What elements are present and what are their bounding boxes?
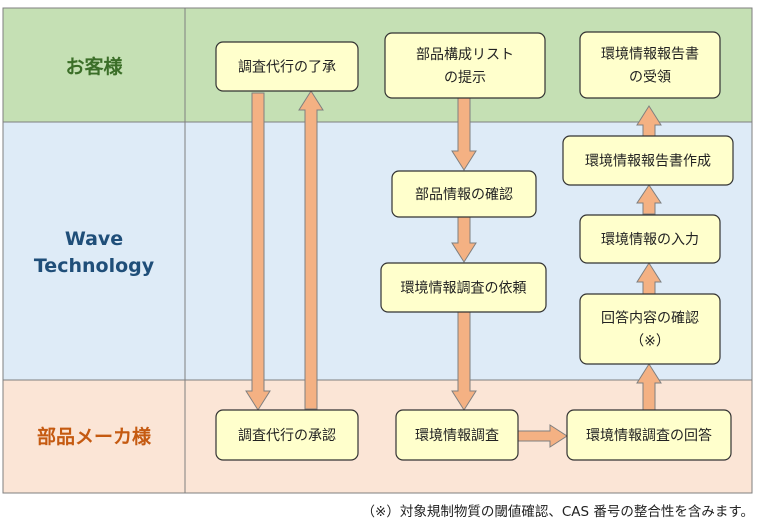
box-survey-answer-text-1: 環境情報調査の回答	[586, 427, 712, 444]
box-answer-confirm-frame	[579, 293, 721, 365]
footnote: （※）対象規制物質の閾値確認、CAS 番号の整合性を含みます。	[361, 504, 754, 520]
box-parts-list-frame	[384, 32, 546, 99]
box-agency-consent: 調査代行の了承	[215, 41, 359, 92]
box-env-input: 環境情報の入力	[579, 214, 721, 264]
arrow-approval-to-consent	[298, 90, 324, 410]
box-parts-list-text-1: 部品構成リスト	[416, 47, 514, 63]
box-survey-answer: 環境情報調査の回答	[566, 409, 732, 461]
box-report-creation-frame	[562, 135, 734, 186]
box-survey-answer-frame	[566, 409, 732, 461]
box-env-survey-frame	[395, 409, 519, 461]
box-env-input-text-1: 環境情報の入力	[601, 232, 699, 248]
lane-grid-outline	[2, 7, 753, 494]
lane-label-wave-line2: Technology	[34, 255, 155, 277]
box-answer-confirm-text-1: 回答内容の確認	[601, 310, 699, 327]
arrow-request-to-survey	[451, 311, 477, 411]
box-report-receipt-text-1: 環境情報報告書	[601, 47, 699, 63]
box-survey-request: 環境情報調査の依頼	[380, 262, 547, 313]
arrow-answer-to-confirm	[636, 363, 662, 411]
lane-label-customer: お客様	[65, 55, 123, 78]
box-survey-request-frame	[380, 262, 547, 313]
box-agency-approval: 調査代行の承認	[215, 409, 359, 461]
box-parts-confirm-text-1: 部品情報の確認	[415, 187, 513, 203]
box-report-creation: 環境情報報告書作成	[562, 135, 734, 186]
box-agency-consent-frame	[215, 41, 359, 92]
box-parts-confirm: 部品情報の確認	[391, 170, 537, 218]
box-report-creation-text-1: 環境情報報告書作成	[585, 154, 711, 170]
box-env-input-frame	[579, 214, 721, 264]
box-report-receipt-text-2: の受領	[629, 69, 671, 86]
arrow-survey-to-answer	[517, 424, 568, 448]
arrow-consent-to-approval	[245, 92, 271, 411]
arrow-input-to-creation	[636, 184, 662, 215]
box-report-receipt-frame	[579, 31, 721, 99]
box-agency-approval-frame	[215, 409, 359, 461]
box-env-survey: 環境情報調査	[395, 409, 519, 461]
box-parts-list-text-2: の提示	[444, 70, 486, 86]
arrow-partslist-to-confirm	[451, 97, 477, 171]
box-parts-confirm-frame	[391, 170, 537, 218]
lane-grid	[2, 7, 753, 494]
box-agency-consent-text-1: 調査代行の了承	[238, 60, 336, 76]
box-answer-confirm-text-2: （※）	[630, 334, 670, 350]
arrow-confirm-to-input	[636, 262, 662, 295]
box-agency-approval-text-1: 調査代行の承認	[238, 428, 336, 444]
box-env-survey-text-1: 環境情報調査	[415, 428, 499, 444]
box-survey-request-text-1: 環境情報調査の依頼	[401, 281, 527, 297]
box-answer-confirm: 回答内容の確認 （※）	[579, 293, 721, 365]
lane-label-wave-line1: Wave	[65, 228, 123, 250]
arrow-confirm-to-request	[451, 216, 477, 263]
arrows	[245, 90, 662, 448]
lane-label-maker: 部品メーカ様	[37, 425, 152, 448]
arrow-creation-to-receipt	[636, 105, 662, 137]
